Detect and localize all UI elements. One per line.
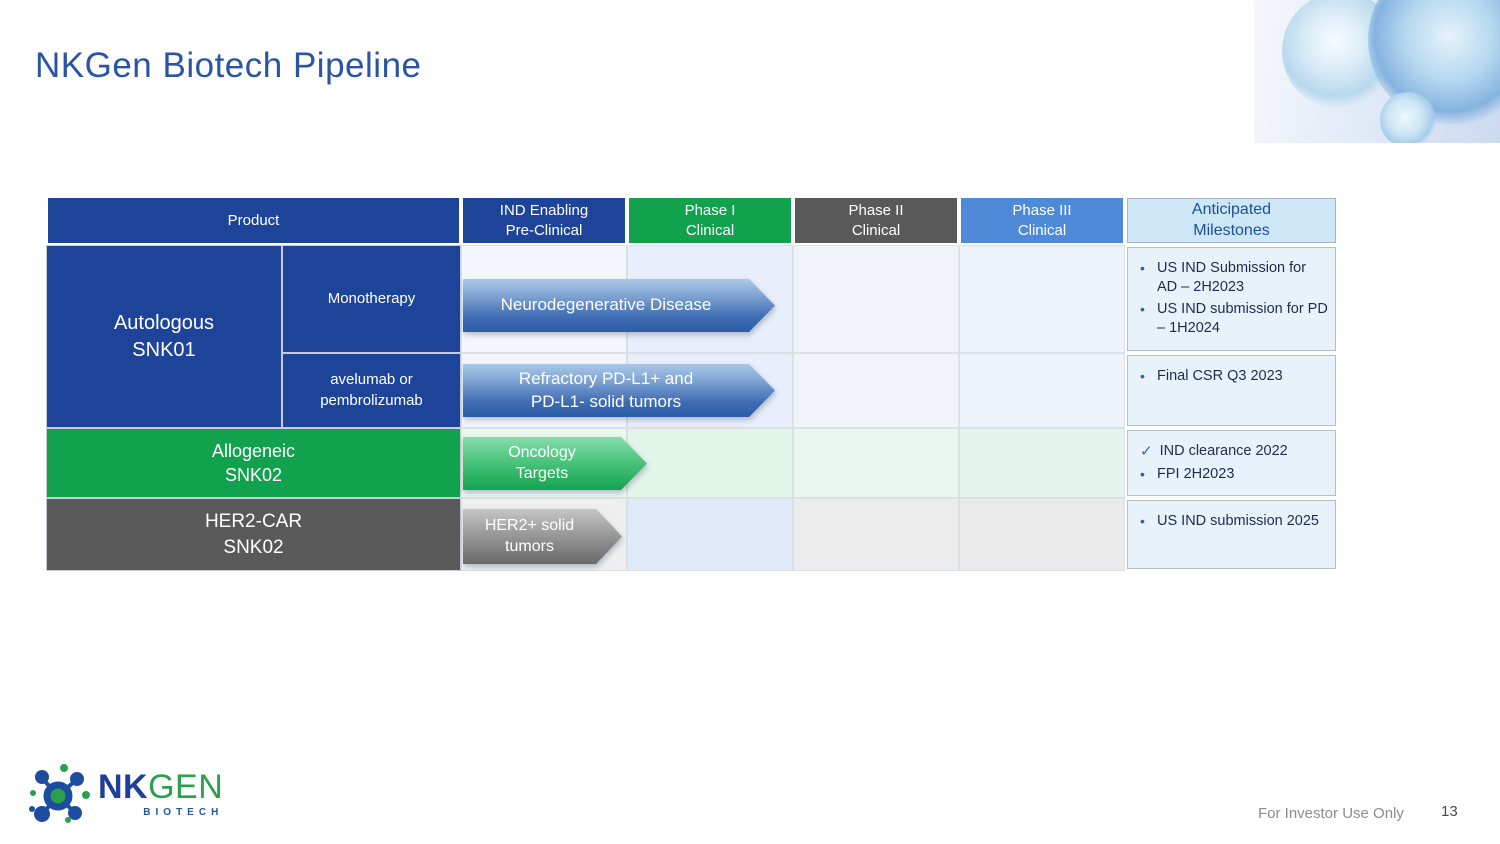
cell-row1-phase3: [959, 245, 1125, 353]
page-title: NKGen Biotech Pipeline: [35, 46, 422, 85]
nk-cells-image: [1254, 0, 1500, 143]
cell-row3-phase2: [793, 428, 959, 498]
bullet-icon: •: [1140, 368, 1145, 384]
milestone-item: • FPI 2H2023: [1140, 465, 1329, 484]
header-phase2: Phase II Clinical: [793, 196, 959, 245]
molecule-logo-icon: [29, 764, 90, 823]
product-sub-monotherapy: Monotherapy: [282, 245, 461, 353]
milestone-text: FPI 2H2023: [1157, 465, 1235, 482]
milestone-item: ✓ IND clearance 2022: [1140, 442, 1329, 462]
header-milestones: Anticipated Milestones: [1125, 196, 1338, 245]
header-product: Product: [46, 196, 461, 245]
milestones-row2: • Final CSR Q3 2023: [1127, 355, 1336, 426]
milestone-text: US IND Submission for AD – 2H2023: [1157, 260, 1307, 296]
cell-row4-phase2: [793, 498, 959, 571]
logo-wordmark: NKGEN BIOTECH: [98, 770, 223, 818]
bullet-icon: •: [1140, 513, 1145, 529]
nk-cell-blob-small: [1380, 92, 1436, 143]
arrow-neurodegenerative-disease: Neurodegenerative Disease: [463, 279, 775, 332]
cell-row1-phase2: [793, 245, 959, 353]
milestones-row4: • US IND submission 2025: [1127, 500, 1336, 569]
cell-row2-phase3: [959, 353, 1125, 428]
milestones-row1: • US IND Submission for AD – 2H2023 • US…: [1127, 247, 1336, 351]
milestone-item: • US IND submission for PD – 1H2024: [1140, 300, 1329, 338]
arrow-label: Refractory PD-L1+ and PD-L1- solid tumor…: [463, 364, 775, 417]
header-phase3: Phase III Clinical: [959, 196, 1125, 245]
milestone-text: US IND submission for PD – 1H2024: [1157, 301, 1328, 337]
bullet-icon: •: [1140, 301, 1145, 318]
logo-gen: GEN: [148, 768, 224, 806]
logo-biotech: BIOTECH: [143, 807, 224, 818]
arrow-her2-solid-tumors: HER2+ solid tumors: [463, 509, 622, 564]
arrow-label: Oncology Targets: [463, 437, 647, 490]
milestone-item: • US IND submission 2025: [1140, 512, 1329, 531]
cell-row3-phase3: [959, 428, 1125, 498]
bullet-icon: •: [1140, 465, 1145, 482]
milestone-text: US IND submission 2025: [1157, 513, 1319, 529]
logo-name: NKGEN: [98, 770, 223, 804]
bullet-icon: •: [1140, 260, 1145, 276]
milestone-item: • Final CSR Q3 2023: [1140, 367, 1329, 386]
header-phase1: Phase I Clinical: [627, 196, 793, 245]
arrow-label: HER2+ solid tumors: [463, 509, 622, 564]
cell-row4-phase3: [959, 498, 1125, 571]
logo-nk: NK: [98, 768, 149, 806]
nkgen-logo: NKGEN BIOTECH: [28, 762, 223, 826]
arrow-oncology-targets: Oncology Targets: [463, 437, 647, 490]
cell-row2-phase2: [793, 353, 959, 428]
product-autologous-snk01: Autologous SNK01: [46, 245, 282, 428]
cell-row4-phase1: [627, 498, 793, 571]
milestones-row3: ✓ IND clearance 2022 • FPI 2H2023: [1127, 430, 1336, 496]
milestone-text: Final CSR Q3 2023: [1157, 368, 1283, 384]
arrow-refractory-pdl1-solid-tumors: Refractory PD-L1+ and PD-L1- solid tumor…: [463, 364, 775, 417]
milestone-text: IND clearance 2022: [1159, 443, 1288, 459]
arrow-label: Neurodegenerative Disease: [463, 279, 775, 332]
product-sub-avelumab-pembrolizumab: avelumab or pembrolizumab: [282, 353, 461, 428]
product-allogeneic-snk02: Allogeneic SNK02: [46, 428, 461, 498]
footer-disclaimer: For Investor Use Only: [1258, 805, 1404, 822]
check-icon: ✓: [1140, 443, 1153, 460]
cell-row3-phase1: [627, 428, 793, 498]
page-number: 13: [1441, 803, 1458, 820]
pipeline-table: Product IND Enabling Pre-Clinical Phase …: [46, 196, 1338, 571]
product-her2-car-snk02: HER2-CAR SNK02: [46, 498, 461, 571]
milestone-item: • US IND Submission for AD – 2H2023: [1140, 259, 1329, 297]
header-ind-enabling: IND Enabling Pre-Clinical: [461, 196, 627, 245]
